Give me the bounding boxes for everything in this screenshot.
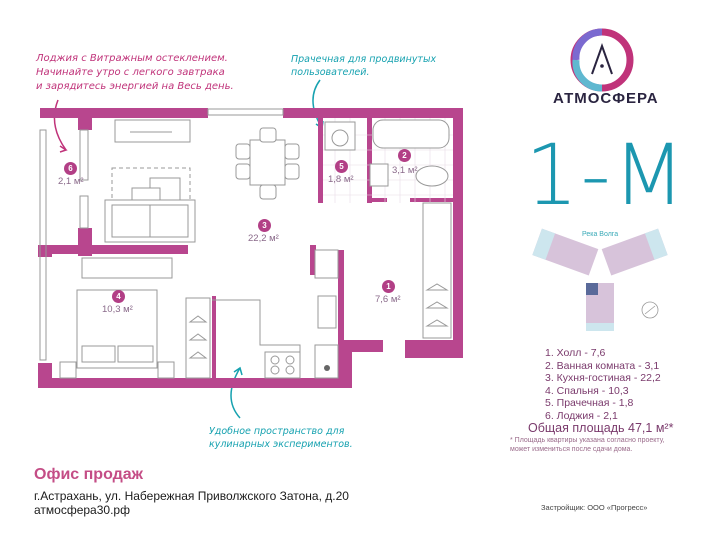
room-6-area: 2,1 м² xyxy=(58,176,84,187)
office-title: Офис продаж xyxy=(34,466,144,483)
wardrobe-icon xyxy=(185,297,211,379)
total-area: Общая площадь 47,1 м²* xyxy=(528,421,674,435)
office-website[interactable]: атмосфера30.рф xyxy=(34,503,130,517)
room-3-badge: 3 xyxy=(258,219,271,232)
hall-wardrobe-icon xyxy=(422,202,452,339)
legend-item: 6. Лоджия - 2,1 xyxy=(545,409,618,422)
room-4-area: 10,3 м² xyxy=(102,304,133,315)
dining-table-icon xyxy=(249,139,286,186)
legend-item: 4. Спальня - 10,3 xyxy=(545,384,629,397)
laundry-note-line: Прачечная для продвинутых xyxy=(291,54,437,65)
room-6-label: 6 xyxy=(64,162,77,175)
floor-plan xyxy=(38,79,463,419)
room-2-badge: 2 xyxy=(398,149,411,162)
room-2-area: 3,1 м² xyxy=(392,165,418,176)
office-address: г.Астрахань, ул. Набережная Приволжского… xyxy=(34,489,349,503)
laundry-note-line: пользователей. xyxy=(291,67,370,78)
logo-icon xyxy=(570,28,634,92)
footnote-line: может измениться после сдачи дома. xyxy=(510,446,633,453)
apartment-type-title: 1-М xyxy=(525,126,688,224)
room-1-area: 7,6 м² xyxy=(375,294,401,305)
laundry-note: Прачечная для продвинутых пользователей. xyxy=(291,53,461,79)
bathtub-icon xyxy=(372,119,450,149)
loggia-note-line: и зарядитесь энергией на Весь день. xyxy=(36,81,234,92)
hanger-icon xyxy=(188,315,208,359)
tv-icon xyxy=(114,119,191,143)
room-5-badge: 5 xyxy=(335,160,348,173)
room-badge: 6 xyxy=(64,162,77,175)
legend-item: 5. Прачечная - 1,8 xyxy=(545,397,634,409)
dresser-icon xyxy=(81,257,173,279)
river-label: Река Волга xyxy=(582,231,619,238)
developer-label: Застройщик: ООО «Прогресс» xyxy=(541,503,648,512)
area-footnote: * Площадь квартиры указана согласно прое… xyxy=(510,436,664,454)
legend-item: 3. Кухня-гостиная - 22,2 xyxy=(545,372,661,384)
walls xyxy=(38,108,463,388)
kitchen-note-line: Удобное пространство для xyxy=(209,426,345,437)
cooktop-icon xyxy=(264,351,301,379)
compass-icon xyxy=(641,301,659,319)
room-5-area: 1,8 м² xyxy=(328,174,354,185)
toilet-icon xyxy=(415,165,449,187)
sink-icon xyxy=(369,163,389,187)
legend-item: 2. Ванная комната - 3,1 xyxy=(545,359,660,372)
brand-name: АТМОСФЕРА xyxy=(553,90,659,107)
loggia-arrow-icon xyxy=(53,99,67,151)
loggia-note: Лоджия с Витражным остеклением. Начинайт… xyxy=(36,52,256,94)
legend-item: 1. Холл - 7,6 xyxy=(545,347,606,359)
gas-flame-icon xyxy=(324,365,330,371)
kitchen-note-line: кулинарных экспериментов. xyxy=(209,439,353,450)
footnote-line: * Площадь квартиры указана согласно прое… xyxy=(510,437,665,444)
room-1-badge: 1 xyxy=(382,280,395,293)
kitchen-note: Удобное пространство для кулинарных эксп… xyxy=(209,425,409,451)
loggia-note-line: Лоджия с Витражным остеклением. xyxy=(36,53,228,64)
room-legend: 1. Холл - 7,6 2. Ванная комната - 3,1 3.… xyxy=(545,347,661,422)
hanger-icon xyxy=(425,283,449,327)
room-4-badge: 4 xyxy=(112,290,125,303)
oven-icon xyxy=(317,295,337,329)
loggia-note-line: Начинайте утро с легкого завтрака xyxy=(36,67,225,78)
site-plan-map xyxy=(532,228,668,331)
room-3-area: 22,2 м² xyxy=(248,233,279,244)
kitchen-arrow-icon xyxy=(230,367,241,419)
